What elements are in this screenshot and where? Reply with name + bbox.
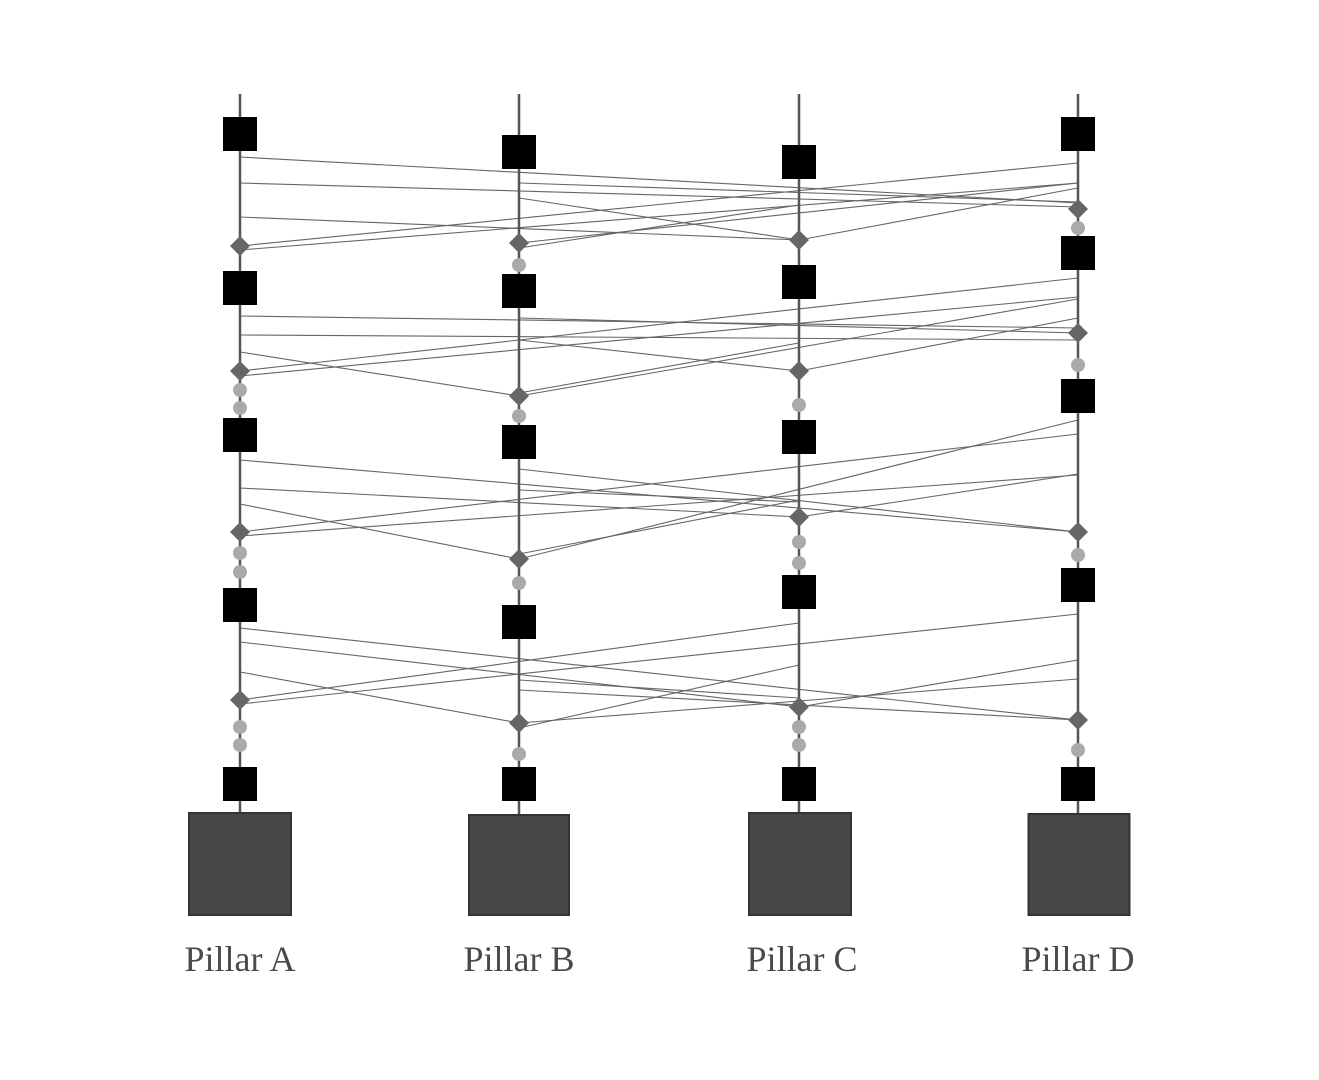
connector-line <box>518 339 800 372</box>
base-block-icon <box>188 812 292 916</box>
connector-line <box>239 162 1079 247</box>
dot-icon <box>233 546 247 560</box>
connector-line <box>239 182 1079 251</box>
diamond-icon <box>509 549 529 569</box>
block-icon <box>502 605 536 639</box>
diamond-icon <box>1068 323 1088 343</box>
dot-icon <box>512 409 526 423</box>
diamond-icon <box>789 361 809 381</box>
base-block-icon <box>468 814 570 916</box>
block-icon <box>782 420 816 454</box>
base-block-icon <box>1027 813 1131 916</box>
connector-line <box>518 499 800 555</box>
block-icon <box>502 135 536 169</box>
connector-line <box>798 473 1079 518</box>
dot-icon <box>233 738 247 752</box>
connector-line <box>239 156 1079 204</box>
block-icon <box>223 271 257 305</box>
block-icon <box>223 418 257 452</box>
connector-line <box>239 277 1079 372</box>
pillar-label-a: Pillar A <box>184 939 295 979</box>
connector-line <box>798 659 1079 708</box>
dot-icon <box>1071 743 1085 757</box>
dot-icon <box>792 535 806 549</box>
connector-line <box>239 627 1079 721</box>
dot-icon <box>1071 358 1085 372</box>
pillar-label-c: Pillar C <box>746 939 857 979</box>
connector-line <box>239 182 1079 208</box>
connector-line <box>239 433 1079 533</box>
dot-icon <box>233 720 247 734</box>
connector-line <box>518 342 800 394</box>
block-icon <box>782 145 816 179</box>
pillar-label-b: Pillar B <box>463 939 574 979</box>
connector-line <box>798 187 1079 241</box>
diamond-icon <box>230 522 250 542</box>
diamond-icon <box>789 507 809 527</box>
dot-icon <box>1071 548 1085 562</box>
block-icon <box>782 265 816 299</box>
dot-icon <box>233 383 247 397</box>
block-icon <box>502 767 536 801</box>
connector-line <box>518 679 800 699</box>
block-icon <box>1061 117 1095 151</box>
base-block-icon <box>748 812 852 916</box>
connector-line <box>518 204 800 249</box>
block-icon <box>1061 236 1095 270</box>
block-icon <box>223 588 257 622</box>
dot-icon <box>512 258 526 272</box>
diamond-icon <box>230 690 250 710</box>
connector-line <box>239 474 1079 537</box>
diamond-icon <box>1068 710 1088 730</box>
connector-line <box>239 334 1079 341</box>
connector-line <box>518 664 800 729</box>
block-icon <box>1061 379 1095 413</box>
connector-line <box>518 489 800 503</box>
connector-line <box>518 197 800 241</box>
dot-icon <box>512 747 526 761</box>
connector-line <box>239 351 520 397</box>
dot-icon <box>233 401 247 415</box>
connector-line <box>239 503 520 560</box>
diamond-icon <box>789 697 809 717</box>
dot-icon <box>1071 221 1085 235</box>
block-icon <box>223 767 257 801</box>
block-icon <box>502 425 536 459</box>
dot-icon <box>792 720 806 734</box>
dot-icon <box>792 738 806 752</box>
diamond-icon <box>789 230 809 250</box>
connector-line <box>798 317 1079 372</box>
diamond-icon <box>1068 522 1088 542</box>
diamond-icon <box>509 233 529 253</box>
block-icon <box>782 575 816 609</box>
diamond-icon <box>1068 199 1088 219</box>
diamond-icon <box>230 236 250 256</box>
connector-line <box>239 671 520 724</box>
dot-icon <box>792 556 806 570</box>
diamond-icon <box>230 361 250 381</box>
block-icon <box>1061 767 1095 801</box>
pillar-nodes <box>188 117 1131 916</box>
block-icon <box>782 767 816 801</box>
dot-icon <box>233 565 247 579</box>
pillar-labels: Pillar A Pillar B Pillar C Pillar D <box>184 939 1134 979</box>
block-icon <box>223 117 257 151</box>
connector-lines <box>239 156 1079 729</box>
dot-icon <box>792 398 806 412</box>
connector-line <box>239 613 1079 705</box>
block-icon <box>1061 568 1095 602</box>
block-icon <box>502 274 536 308</box>
diamond-icon <box>509 386 529 406</box>
diamond-icon <box>509 713 529 733</box>
connector-line <box>239 296 1079 377</box>
pillar-label-d: Pillar D <box>1022 939 1135 979</box>
dot-icon <box>512 576 526 590</box>
